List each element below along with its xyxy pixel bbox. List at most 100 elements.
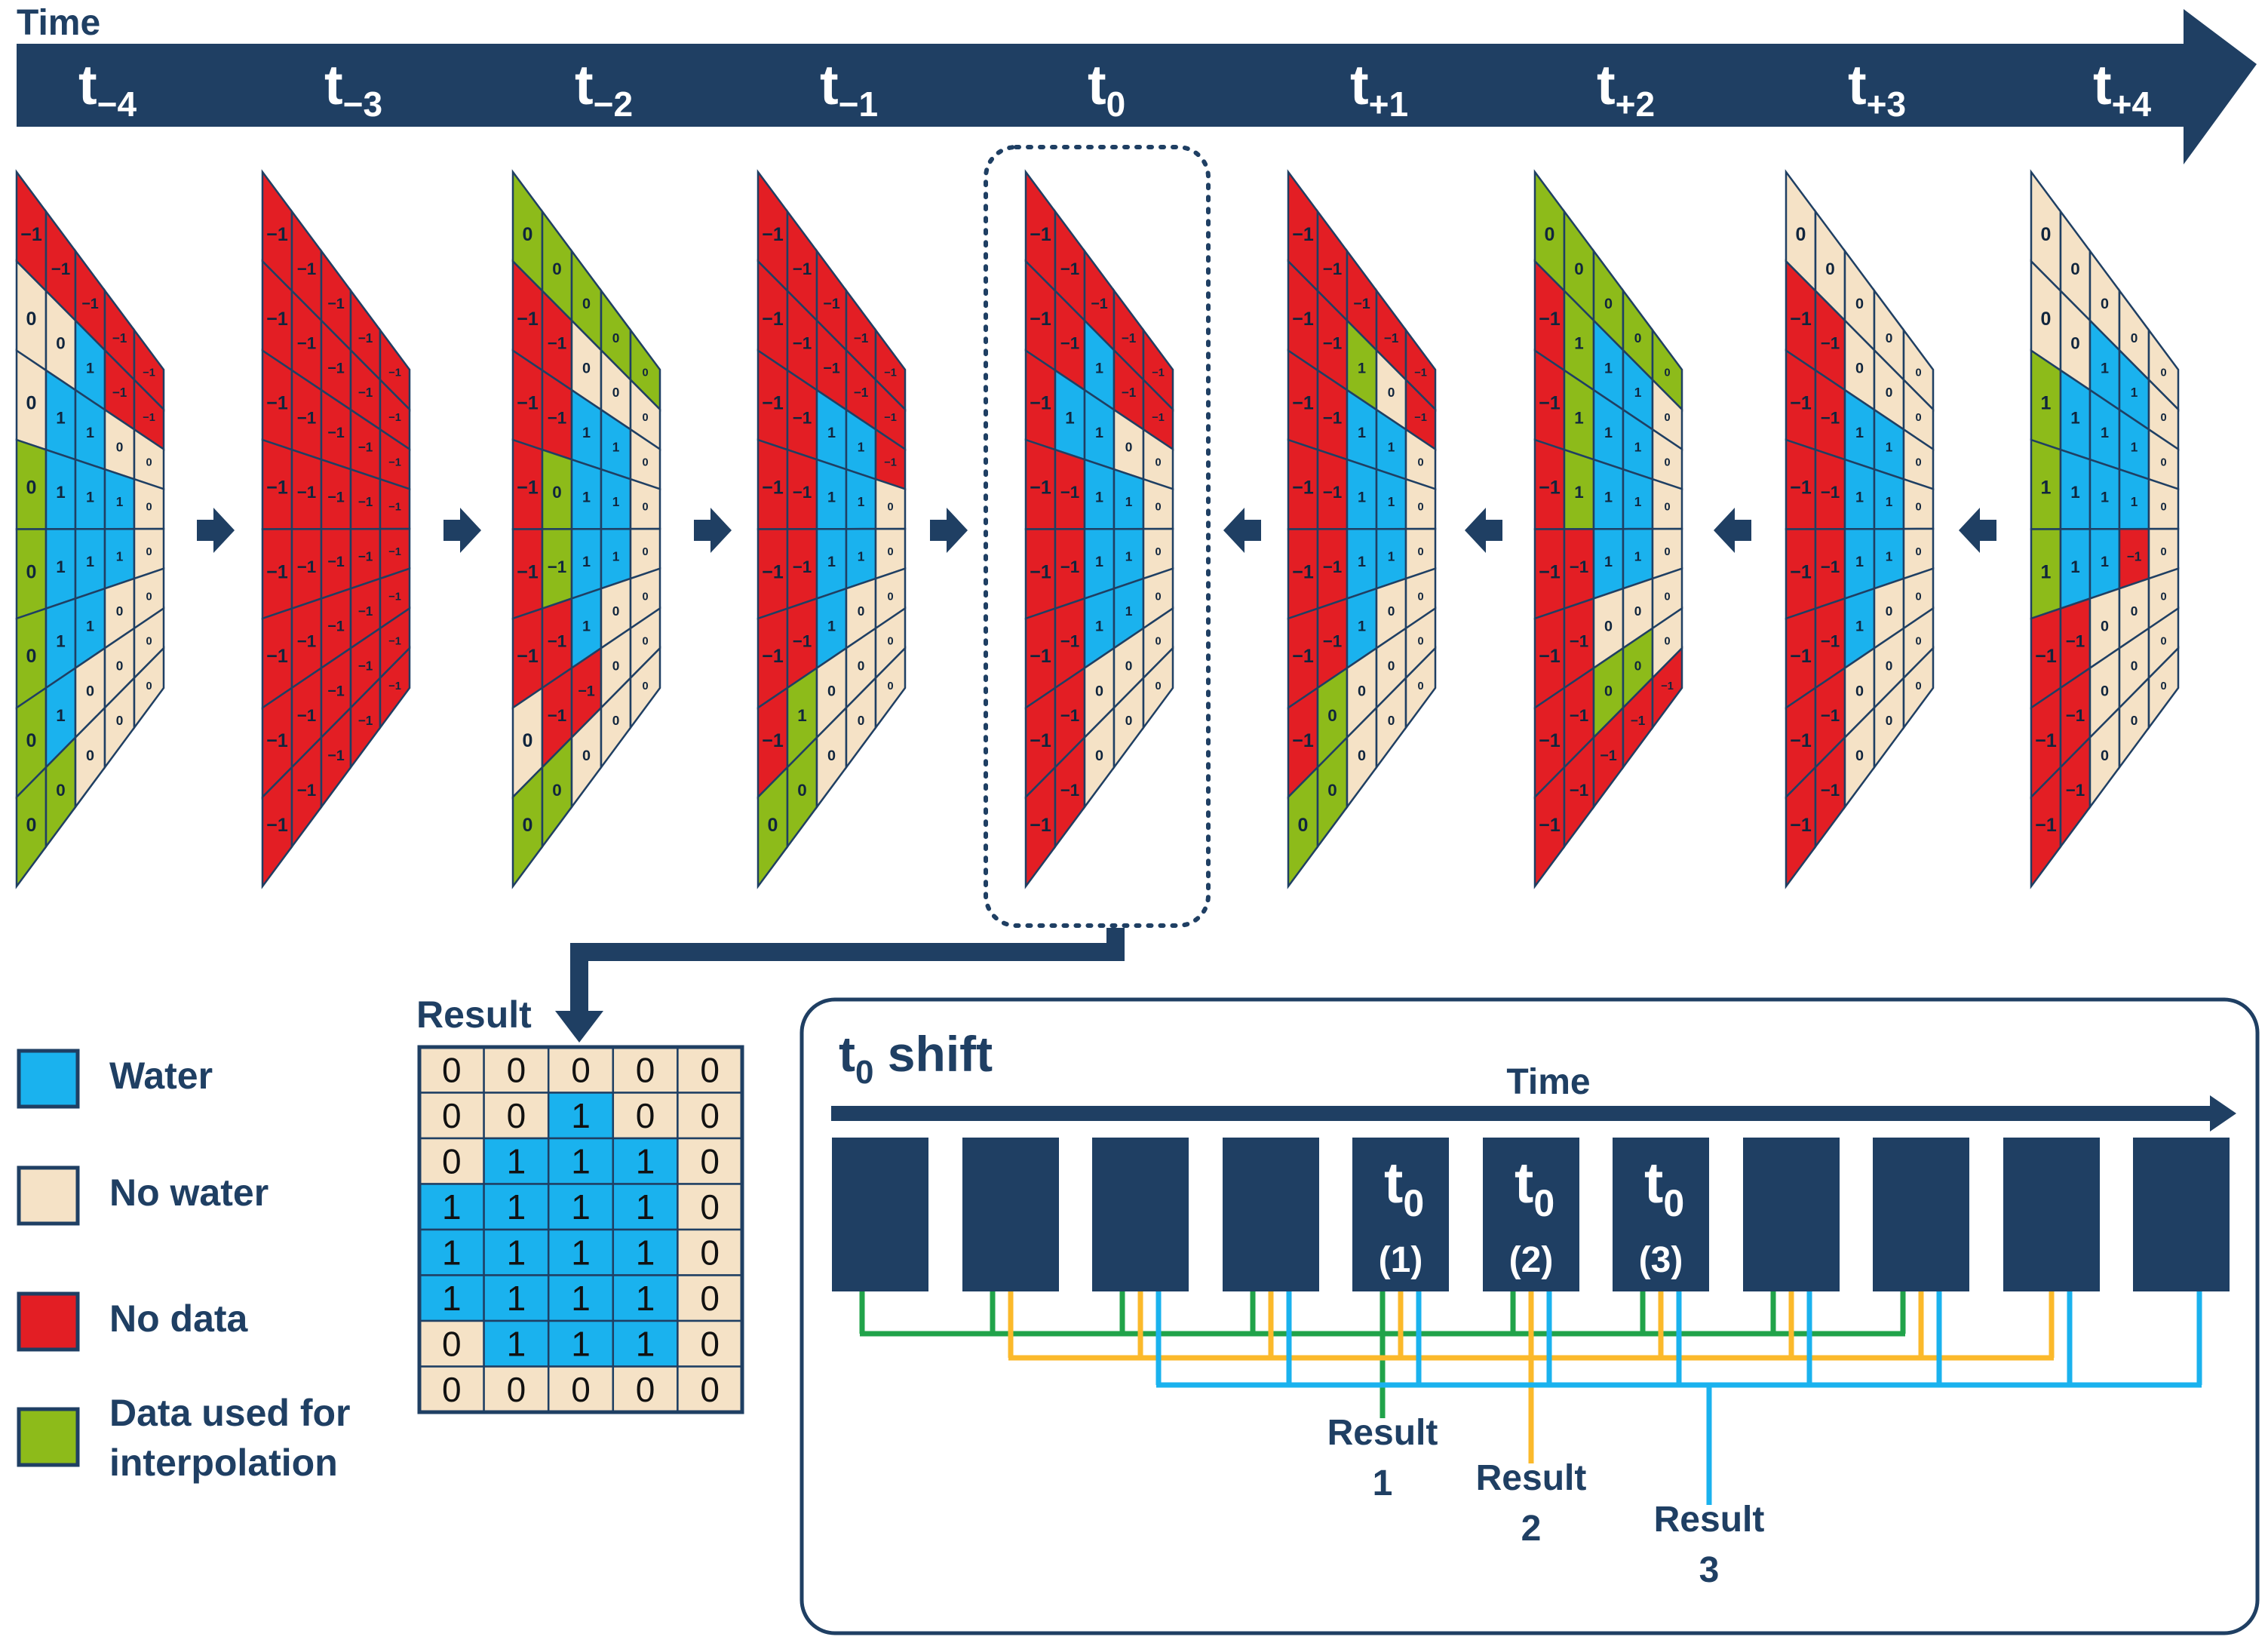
grid-cell-value: 0	[86, 683, 94, 699]
grid-cell-value: −1	[1539, 309, 1561, 330]
result-cell	[483, 1274, 550, 1322]
grid-cell-value: 0	[1327, 706, 1337, 725]
grid-cell-value: 1	[86, 360, 94, 376]
shift-box-10	[2133, 1138, 2230, 1291]
result-cell-value: 1	[636, 1279, 655, 1318]
grid-cell-value: 0	[1855, 748, 1864, 764]
grid-cell-value: 0	[2101, 619, 2109, 635]
grid-cell-value: 0	[2131, 603, 2138, 619]
grid-cell-value: 1	[582, 554, 591, 570]
timeline-step-base: t	[1848, 54, 1867, 116]
grid-cell-value: 1	[86, 619, 94, 635]
grid-cell-value: −1	[358, 385, 373, 400]
grid-cell-value: 1	[858, 549, 865, 564]
grid-cell-value: −1	[297, 631, 317, 650]
grid-cell-value: −1	[266, 478, 288, 499]
grid-cell-value: 1	[2101, 425, 2109, 441]
grid-cell-value: 0	[642, 546, 648, 558]
grid-cell-value: −1	[1323, 408, 1343, 427]
grid-cell-value: −1	[578, 683, 595, 699]
timeline-step-base: t	[1597, 54, 1616, 116]
result-cell-value: 1	[636, 1233, 655, 1272]
grid-cell-value: 1	[56, 706, 65, 725]
shift-box-2	[1092, 1138, 1189, 1291]
grid-cell-value: −1	[112, 385, 127, 400]
grid-cell-value: 1	[56, 557, 65, 576]
grid-cell-value: 1	[1574, 334, 1583, 353]
timeline-step-sub: 0	[1106, 84, 1126, 124]
grid-cell-value: 1	[1604, 425, 1613, 441]
grid-cell-value: 0	[1886, 713, 1893, 728]
grid-cell-value: −1	[266, 224, 288, 245]
grid-cell-value: −1	[358, 494, 373, 509]
grid-cell-value: −1	[266, 309, 288, 330]
grid-cell-value: 1	[56, 631, 65, 650]
shift-result-number-3: 3	[1699, 1550, 1720, 1590]
grid-cell-value: −1	[327, 425, 345, 441]
grid-cell-value: −1	[517, 646, 539, 667]
grid-cell-value: −1	[388, 636, 401, 648]
grid-cell-value: 0	[858, 603, 865, 619]
result-cell-value: 1	[507, 1141, 526, 1181]
grid-cell-value: 0	[827, 748, 836, 764]
result-cell-value: 1	[636, 1187, 655, 1227]
result-grid-frame	[417, 1045, 744, 1414]
grid-cell-value: 0	[1915, 412, 1921, 424]
grid-cell-value: −1	[2035, 730, 2057, 751]
grid-cell	[133, 646, 165, 731]
grid-cell-value: 1	[2101, 360, 2109, 376]
grid-cell-value: 0	[1664, 636, 1670, 648]
shift-box-8	[1873, 1138, 1969, 1291]
grid-cell-value: −1	[266, 561, 288, 582]
legend-label-no_water: No water	[109, 1172, 269, 1214]
grid-cell-value: 0	[642, 456, 648, 468]
grid-cell-value: 1	[858, 440, 865, 455]
grid-cell-value: −1	[2066, 631, 2085, 650]
result-cell-value: 1	[571, 1141, 591, 1181]
timeline-arrow	[17, 9, 2257, 164]
grid-cell-value: 0	[1388, 385, 1395, 400]
grid-cell-value: 1	[858, 494, 865, 509]
grid-cell-value: 0	[1125, 440, 1133, 455]
grid-cell-value: −1	[1570, 706, 1589, 725]
grid-cell-value: −1	[1353, 296, 1370, 312]
grid-cell-value: −1	[1539, 646, 1561, 667]
grid-cell-value: 1	[2041, 478, 2052, 499]
grid-cell-value: 1	[86, 554, 94, 570]
grid-cell-value: −1	[1790, 730, 1812, 751]
timeline-step-base: t	[78, 54, 97, 116]
grid-cell-value: 0	[1886, 658, 1893, 673]
grid-cell-value: 1	[827, 554, 836, 570]
grid-cell-value: −1	[1323, 259, 1343, 278]
result-cell-value: 1	[507, 1233, 526, 1272]
grid-cell-value: −1	[327, 554, 345, 570]
grid-cell-value: 0	[146, 680, 152, 692]
result-cell-value: 1	[636, 1141, 655, 1181]
grid-cell-value: −1	[327, 490, 345, 506]
grid-cell-value: 1	[612, 440, 620, 455]
grid-cell-value: −1	[854, 385, 869, 400]
grid-cell-value: 0	[1604, 619, 1613, 635]
result-cell	[677, 1092, 744, 1140]
grid-cell-value: 0	[2160, 591, 2166, 603]
timeline-step-5: t+1	[1350, 54, 1408, 124]
timeline-step-4: t0	[1088, 54, 1125, 124]
grid-cell-value: −1	[1323, 483, 1343, 502]
grid-cell-value: 0	[116, 658, 124, 673]
timeline-step-8: t+4	[2093, 54, 2152, 124]
grid-cell-value: −1	[762, 393, 784, 414]
grid-cell-value: 1	[2070, 557, 2079, 576]
grid-cell-value: 0	[642, 412, 648, 424]
result-cell	[677, 1137, 744, 1185]
result-cell	[483, 1228, 550, 1276]
result-cell-value: 1	[571, 1324, 591, 1363]
grid-cell-value: 1	[1095, 425, 1103, 441]
grid-cell-value: −1	[327, 619, 345, 635]
result-cell-value: 0	[507, 1370, 526, 1409]
grid-cell-value: 1	[1855, 425, 1864, 441]
